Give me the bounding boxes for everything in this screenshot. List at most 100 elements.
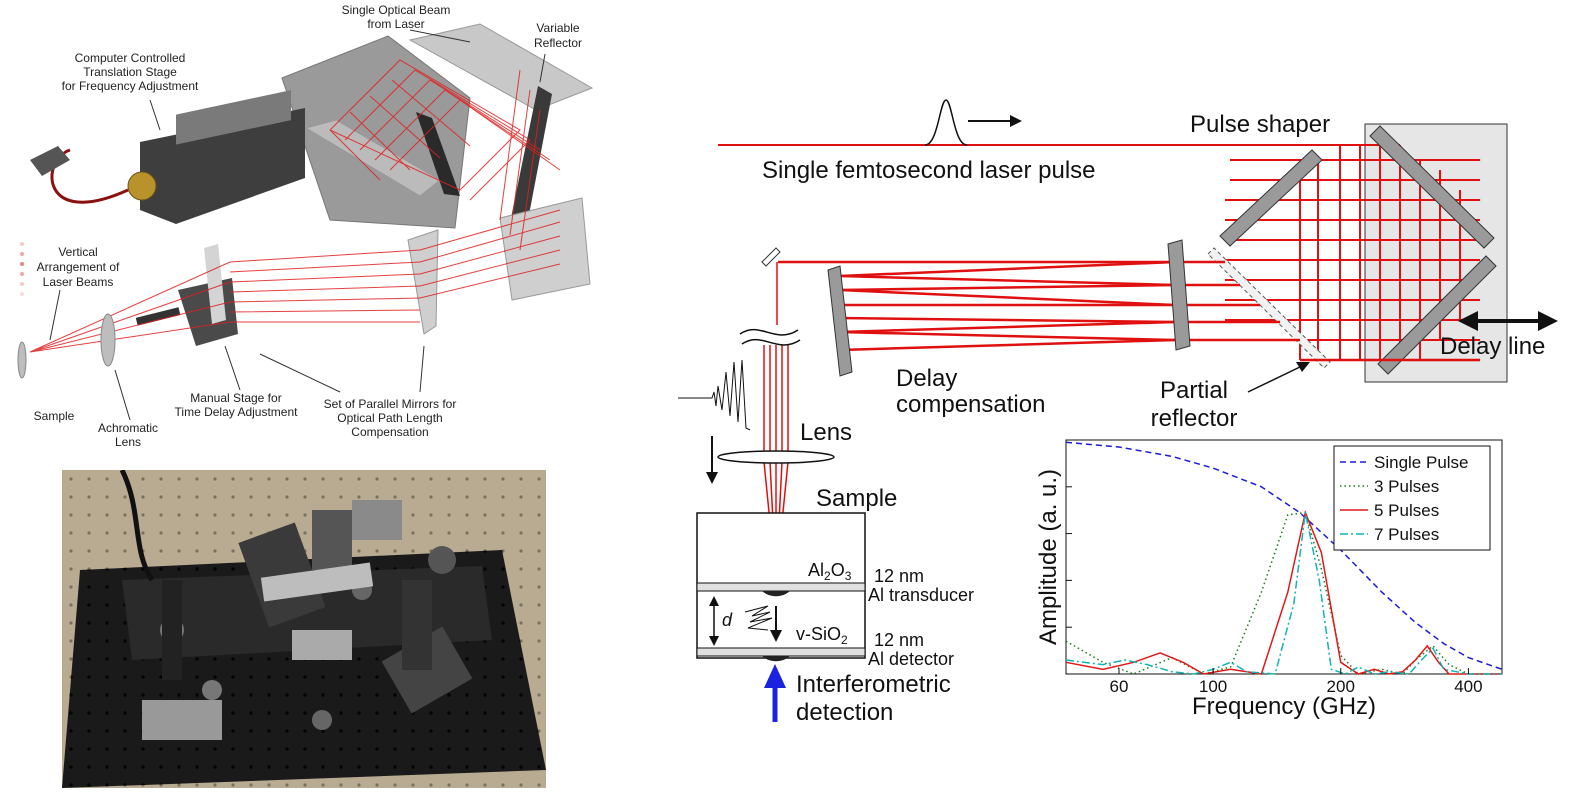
amplitude-spectrum-chart: 60 100 200 400 Frequency (GHz) Amplitude (a… [1035, 439, 1503, 720]
label-d: d [722, 610, 733, 630]
chart-legend-label: 3 Pulses [1374, 477, 1439, 496]
label-al-detector: Al detector [868, 649, 954, 669]
transducer-strain-bump [762, 591, 790, 597]
compensation-mirror [407, 229, 439, 335]
chart-legend-label: 7 Pulses [1374, 525, 1439, 544]
chart-x-tick-label: 200 [1327, 677, 1355, 696]
variable-reflector-block [408, 23, 594, 111]
label-vertical-2: Arrangement of [37, 260, 120, 274]
chart-legend-label: 5 Pulses [1374, 501, 1439, 520]
stage-knob [127, 171, 157, 201]
chart-legend-box [1333, 445, 1491, 551]
label-mirrors-3: Compensation [351, 425, 428, 439]
label-manual-stage-2: Time Delay Adjustment [175, 405, 299, 419]
label-single-beam-1: Single Optical Beam [342, 3, 451, 17]
chart-legend: Single Pulse 3 Pulses 5 Pulses 7 Pulses [1333, 445, 1491, 551]
label-delay-comp-1: Delay [896, 365, 957, 392]
leader-lines [49, 29, 546, 421]
chart-series-7-pulses [1065, 512, 1502, 675]
vertical-beam-dots [20, 242, 24, 296]
label-variable-reflector-2: Reflector [534, 36, 582, 50]
label-thickness-bottom: 12 nm [874, 630, 924, 650]
label-sample-right: Sample [816, 485, 897, 512]
chart-x-tick-label: 60 [1110, 677, 1129, 696]
chart-y-label: Amplitude (a. u.) [1035, 469, 1062, 645]
label-al2o3: Al [808, 560, 824, 580]
label-mirrors-2: Optical Path Length [337, 411, 442, 425]
label-vertical-3: Laser Beams [43, 275, 114, 289]
label-delay-comp-2: compensation [896, 391, 1045, 418]
beam-break-marks [739, 328, 801, 346]
label-al-transducer: Al transducer [868, 585, 974, 605]
manual-stage-base [178, 278, 238, 346]
translation-stage-rail [176, 90, 291, 145]
upper-stage-platform [281, 35, 471, 229]
label-vertical-1: Vertical [58, 245, 97, 259]
label-al2o3-sub1: 2 [824, 569, 831, 583]
compensation-mirror-right [1167, 239, 1191, 351]
label-partial-reflector-1: Partial [1160, 377, 1228, 404]
label-al2o3-sub2: 3 [845, 569, 852, 583]
label-computer-stage-2: Translation Stage [83, 65, 177, 79]
chart-x-tick-label: 100 [1199, 677, 1227, 696]
partial-reflector-pointer [1247, 365, 1303, 393]
manual-stage-handle [135, 307, 181, 326]
input-pulse-shape [924, 99, 968, 146]
label-computer-stage-3: for Frequency Adjustment [62, 79, 199, 93]
label-lens-2: Lens [115, 435, 141, 449]
al-transducer-layer [696, 582, 866, 592]
beam-bundle [29, 59, 561, 353]
stage-connector [30, 146, 70, 176]
detector-strain-bump [762, 656, 790, 662]
label-interferometric-1: Interferometric [796, 671, 951, 698]
chart-series-5-pulses [1065, 509, 1502, 675]
lower-mirror-block [499, 197, 591, 301]
label-variable-reflector-1: Variable [536, 21, 579, 35]
chart-legend-label: Single Pulse [1374, 453, 1469, 472]
pulse-train [678, 359, 751, 431]
pulse-shaper-diagram: Single femtosecond laser pulse Pulse sha… [678, 99, 1558, 726]
shaper-mirror-upper-right [1369, 125, 1495, 249]
label-single-pulse: Single femtosecond laser pulse [762, 157, 1096, 184]
label-lens-1: Achromatic [98, 421, 158, 435]
al-detector-layer [696, 647, 866, 657]
shaper-mirror-lower-right [1377, 255, 1497, 375]
photo-optics [142, 500, 473, 740]
shaper-mirror-upper-left [1219, 149, 1323, 247]
photo-cable [119, 470, 155, 582]
label-interferometric-2: detection [796, 699, 893, 726]
svg-text:Al2O3: Al2O3 [808, 560, 852, 583]
label-manual-stage-1: Manual Stage for [190, 391, 281, 405]
label-vsio2: v-SiO [796, 624, 841, 644]
chart-x-label: Frequency (GHz) [1192, 693, 1376, 720]
sample-disk [17, 341, 27, 379]
chart-series-single-pulse [1065, 441, 1503, 671]
acoustic-wave [744, 605, 773, 631]
label-lens: Lens [800, 419, 852, 446]
compensation-mirror-left [827, 265, 853, 377]
focusing-lens [717, 450, 835, 464]
chart-x-tick-label: 400 [1454, 677, 1482, 696]
label-computer-stage-1: Computer Controlled [75, 51, 186, 65]
label-vsio2-sub: 2 [841, 633, 848, 647]
label-mirrors-1: Set of Parallel Mirrors for [324, 397, 457, 411]
turning-mirror [761, 247, 781, 267]
label-single-beam-2: from Laser [367, 17, 424, 31]
label-al2o3-o: O [831, 560, 845, 580]
label-sample: Sample [34, 409, 75, 423]
label-thickness-top: 12 nm [874, 566, 924, 586]
setup-photo [62, 470, 546, 788]
partial-reflector-plate [1207, 247, 1331, 369]
label-partial-reflector-2: reflector [1151, 405, 1238, 432]
svg-text:v-SiO2: v-SiO2 [796, 624, 848, 647]
